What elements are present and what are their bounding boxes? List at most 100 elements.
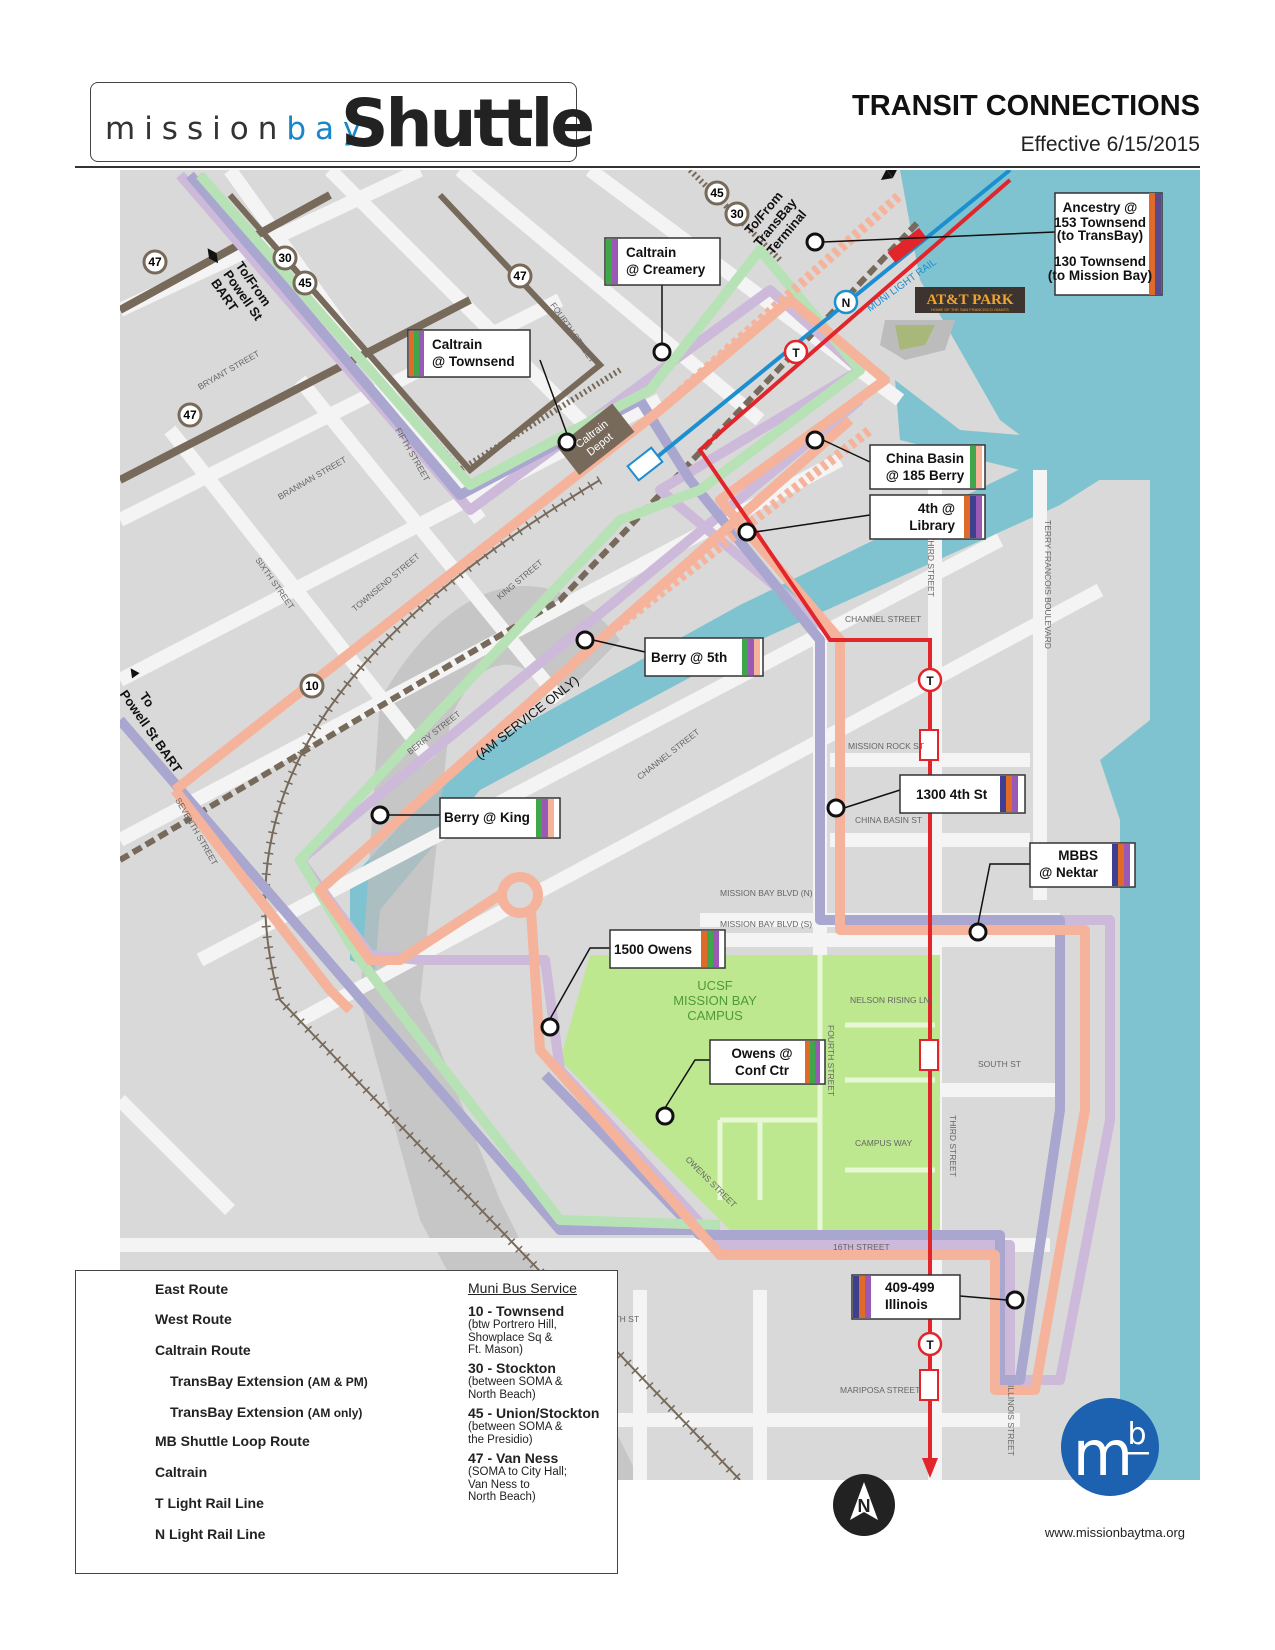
svg-text:MISSION BAY: MISSION BAY (673, 993, 757, 1008)
t-line-arrow (922, 1458, 938, 1478)
stop-1500-owens[interactable]: 1500 Owens (609, 929, 726, 969)
legend-loop-route: MB Shuttle Loop Route (155, 1433, 310, 1449)
stop-marker-1300-4th[interactable] (826, 798, 846, 818)
legend-bus47: 47 - Van Ness (468, 1450, 559, 1466)
svg-text:N: N (858, 1496, 871, 1516)
svg-text:Ancestry @: Ancestry @ (1063, 200, 1138, 215)
stop-caltrain-creamery[interactable]: Caltrain @ Creamery (604, 237, 721, 286)
website-link[interactable]: www.missionbaytma.org (1044, 1525, 1185, 1540)
bus-badge-47: 47 (507, 263, 533, 289)
bus-badge-47: 47 (142, 249, 168, 275)
svg-text:b: b (1127, 1417, 1146, 1452)
svg-text:45: 45 (710, 186, 724, 200)
legend-bus30-desc: (between SOMA &North Beach) (468, 1376, 563, 1401)
stop-marker-china-basin[interactable] (805, 430, 825, 450)
stop-berry-king[interactable]: Berry @ King (439, 797, 561, 839)
n-line-platform (626, 446, 664, 482)
street-mariposa: MARIPOSA STREET (840, 1385, 920, 1395)
street-south: SOUTH ST (978, 1059, 1021, 1069)
bus-badge-45: 45 (292, 270, 318, 296)
north-arrow-icon: N (833, 1474, 895, 1536)
svg-text:T: T (926, 1338, 934, 1352)
stop-marker-owens-conf[interactable] (655, 1106, 675, 1126)
stop-marker-berry-5th[interactable] (575, 630, 595, 650)
svg-text:m: m (1073, 1417, 1133, 1490)
stop-1300-4th[interactable]: 1300 4th St (899, 774, 1026, 814)
legend-caltrain-route: Caltrain Route (155, 1342, 251, 1358)
street-terry-francois: TERRY FRANCOIS BOULEVARD (1043, 520, 1053, 649)
t-marker: T (917, 1331, 943, 1357)
bus-badge-10: 10 (299, 673, 325, 699)
stop-marker-1500-owens[interactable] (540, 1017, 560, 1037)
svg-text:@ Creamery: @ Creamery (626, 262, 706, 277)
stop-china-basin-185-berry[interactable]: China Basin @ 185 Berry (869, 444, 986, 490)
att-park: AT&T PARK HOME OF THE SAN FRANCISCO GIAN… (880, 287, 1025, 360)
logo-shuttle-text: Shuttle (341, 85, 595, 162)
page-title: TRANSIT CONNECTIONS (852, 90, 1200, 122)
street-channel: CHANNEL STREET (845, 614, 921, 624)
bus-badge-47: 47 (177, 402, 203, 428)
street-nelson-rising: NELSON RISING LN (850, 995, 930, 1005)
svg-text:Illinois: Illinois (885, 1297, 928, 1312)
svg-text:@ 185 Berry: @ 185 Berry (886, 468, 965, 483)
stop-4th-library[interactable]: 4th @ Library (869, 494, 986, 540)
effective-date: Effective 6/15/2015 (1020, 133, 1200, 156)
stop-marker-4th-library[interactable] (737, 522, 757, 542)
stop-marker-ancestry[interactable] (805, 232, 825, 252)
stop-leader-lines (388, 231, 1056, 1301)
stop-caltrain-townsend[interactable]: Caltrain @ Townsend (407, 329, 531, 378)
stop-berry-5th[interactable]: Berry @ 5th (644, 637, 764, 677)
bus-badge-45: 45 (704, 180, 730, 206)
svg-text:Caltrain: Caltrain (626, 245, 676, 260)
svg-text:MBBS: MBBS (1058, 848, 1098, 863)
freeway (360, 585, 640, 1480)
svg-text:(to Mission Bay): (to Mission Bay) (1048, 268, 1152, 283)
t-line-platform-south (919, 1039, 939, 1071)
svg-text:4th @: 4th @ (918, 501, 955, 516)
street-third-north: THIRD STREET (926, 535, 936, 597)
svg-text:To: To (137, 689, 158, 710)
legend (75, 1270, 618, 1574)
svg-text:@ Nektar: @ Nektar (1039, 865, 1099, 880)
svg-text:AT&T PARK: AT&T PARK (926, 292, 1013, 308)
bus-badges: 47 47 47 30 45 45 30 10 (142, 180, 750, 699)
stop-marker-caltrain-townsend[interactable] (557, 432, 577, 452)
stop-ancestry[interactable]: Ancestry @ 153 Townsend (to TransBay) 13… (1048, 192, 1163, 296)
caltrain-route (171, 295, 1090, 1395)
caltrain-route-seventh (171, 786, 354, 1014)
svg-text:HOME OF THE SAN FRANCISCO GIAN: HOME OF THE SAN FRANCISCO GIANTS (931, 307, 1009, 312)
legend-transbay-ampm: TransBay Extension (AM & PM) (170, 1373, 368, 1389)
roundabout (497, 872, 543, 918)
svg-text:45: 45 (298, 276, 312, 290)
svg-text:Library: Library (909, 518, 955, 533)
stop-409-illinois[interactable]: 409-499 Illinois (851, 1274, 961, 1320)
legend-bus10-desc: (btw Portrero Hill,Showplace Sq &Ft. Mas… (468, 1319, 557, 1356)
shuttle-routes (120, 171, 1115, 1395)
east-route-west (120, 716, 720, 1235)
t-marker: T (917, 667, 943, 693)
stop-owens-conf[interactable]: Owens @ Conf Ctr (709, 1039, 826, 1085)
street-mission-bay-blvd-n: MISSION BAY BLVD (N) (720, 888, 813, 898)
street-17th: 17TH ST (605, 1314, 639, 1324)
logo-missionbay-text: missionbay (105, 111, 371, 147)
stop-marker-caltrain-creamery[interactable] (652, 342, 672, 362)
street-fourth-south: FOURTH STREET (826, 1025, 836, 1096)
stop-marker-409-illinois[interactable] (1005, 1290, 1025, 1310)
svg-text:30: 30 (278, 251, 292, 265)
street-third-south: THIRD STREET (948, 1115, 958, 1177)
bus-47-north (120, 191, 332, 314)
stop-marker-berry-king[interactable] (370, 805, 390, 825)
header-rule (75, 166, 1200, 168)
street-campus-way: CAMPUS WAY (855, 1138, 912, 1148)
channel-water-east (895, 380, 1080, 475)
street-mission-bay-blvd-s: MISSION BAY BLVD (S) (720, 919, 812, 929)
svg-text:T: T (926, 674, 934, 688)
transbay-extension-am (316, 426, 874, 894)
stop-mbbs-nektar[interactable]: MBBS @ Nektar (1029, 842, 1136, 888)
legend-caltrain-rail: Caltrain (155, 1464, 208, 1480)
svg-text:Owens @: Owens @ (731, 1046, 792, 1061)
stop-marker-mbbs-nektar[interactable] (968, 922, 988, 942)
t-line-platform-north (887, 227, 928, 263)
svg-text:47: 47 (148, 255, 162, 269)
